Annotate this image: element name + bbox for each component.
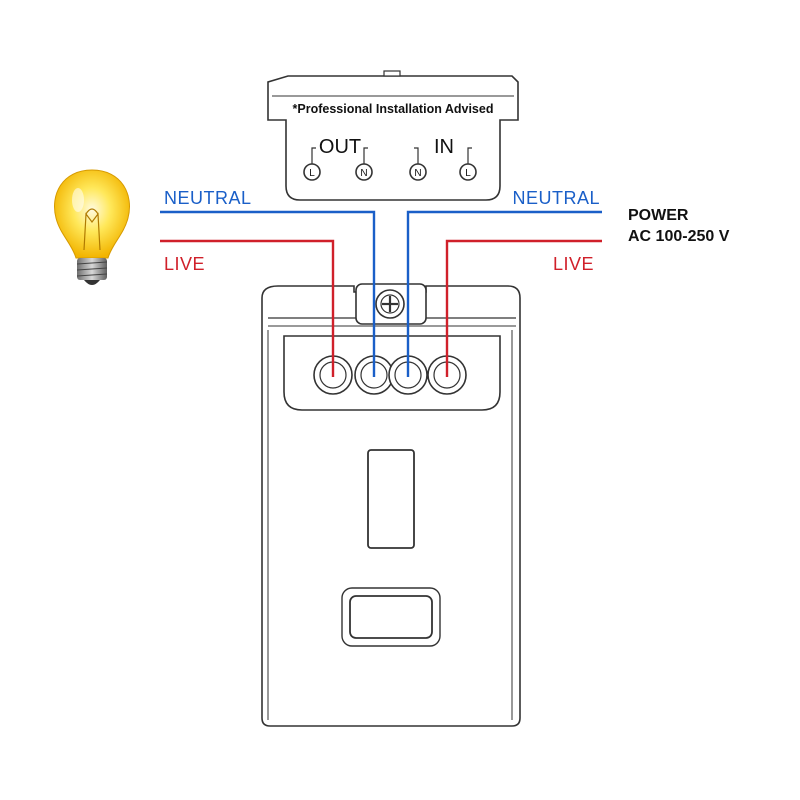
screw-icon (375, 289, 405, 319)
neutral-label-left: NEUTRAL (164, 188, 252, 208)
terminal-label-out-n: N (360, 168, 367, 179)
switch-body (261, 283, 521, 727)
in-group-label: IN (434, 136, 454, 158)
terminal-label-out-l: L (309, 168, 315, 179)
live-label-right: LIVE (553, 254, 594, 274)
live-wire-left (160, 239, 335, 377)
indicator-window (367, 449, 415, 549)
live-label-left: LIVE (164, 254, 205, 274)
out-group-label: OUT (319, 136, 361, 158)
neutral-label-right: NEUTRAL (512, 188, 600, 208)
terminal-cover (267, 70, 519, 201)
terminal-label-in-l: L (465, 168, 471, 179)
neutral-wire-right (406, 210, 602, 377)
live-wire-right (445, 239, 602, 377)
light-bulb-icon (54, 169, 130, 285)
neutral-wire-left (160, 210, 376, 377)
power-rating: AC 100-250 V (628, 228, 730, 245)
power-title: POWER (628, 207, 689, 224)
terminal-label-in-n: N (414, 168, 421, 179)
installation-notice: *Professional Installation Advised (293, 102, 494, 116)
